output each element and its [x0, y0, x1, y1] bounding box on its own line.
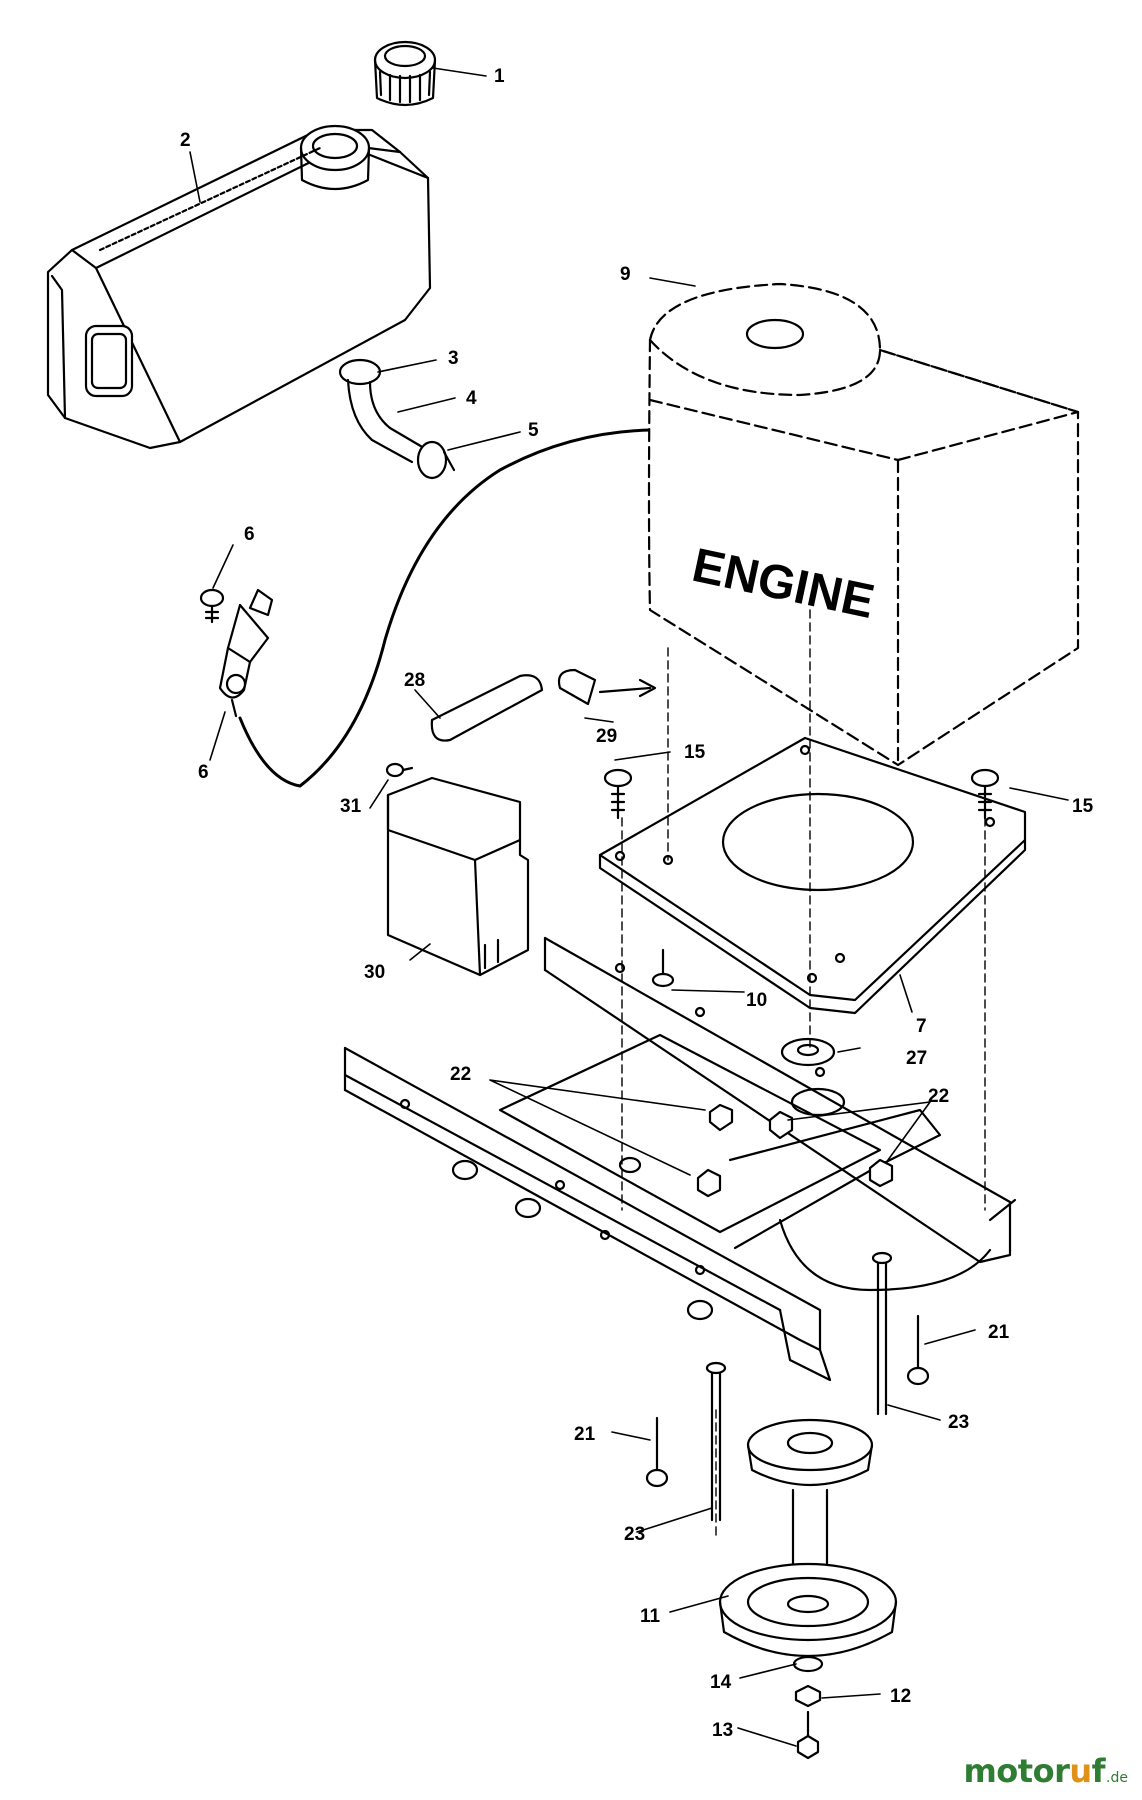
cover-bracket [386, 776, 530, 977]
callout-21a: 21 [988, 1322, 1010, 1343]
fuel-tank [46, 124, 432, 450]
callout-23a: 23 [948, 1412, 969, 1433]
mount-bolt-right [970, 768, 1000, 820]
engine-bolt [651, 948, 675, 988]
callout-4: 4 [466, 388, 477, 409]
callout-1: 1 [494, 66, 505, 87]
fuel-hose-assembly [338, 358, 456, 480]
frame-rail-rear [543, 936, 1017, 1264]
engine-cap [745, 318, 805, 350]
callout-23b: 23 [624, 1524, 645, 1545]
spacer-washer [780, 1037, 836, 1067]
pulley-nut [794, 1684, 822, 1708]
frame-nut-1 [708, 1103, 734, 1132]
callout-28: 28 [404, 670, 425, 691]
frame-rail-front [343, 1046, 832, 1382]
callout-12: 12 [890, 1686, 911, 1707]
idler-shaft-right [871, 1251, 893, 1416]
callout-27: 27 [906, 1048, 927, 1069]
idler-bolt-left [645, 1416, 669, 1488]
mount-bolt-left [603, 768, 633, 820]
idler-shaft-left [705, 1361, 727, 1522]
callout-13: 13 [712, 1720, 733, 1741]
motoruf-logo: motoruf.de [963, 1752, 1128, 1790]
callout-15a: 15 [684, 742, 706, 763]
pulley-bolt [796, 1710, 820, 1760]
frame-bolt-heads [451, 1156, 714, 1321]
upper-pulley [746, 1418, 874, 1487]
frame-nut-3 [768, 1110, 794, 1140]
callout-10: 10 [746, 990, 767, 1011]
callout-6b: 6 [198, 762, 209, 783]
callout-3: 3 [448, 348, 459, 369]
breather-clamp [557, 668, 657, 706]
callout-11: 11 [640, 1606, 661, 1627]
frame-crossmember [498, 1033, 992, 1292]
callout-30: 30 [364, 962, 385, 983]
alignment-lines [621, 609, 986, 1541]
callout-22a: 22 [450, 1064, 471, 1085]
fuel-line [238, 428, 652, 788]
breather-hose [430, 674, 544, 742]
cover-screw [385, 762, 414, 778]
callout-6a: 6 [244, 524, 255, 545]
callout-29: 29 [596, 726, 617, 747]
engine-block [647, 282, 1080, 767]
logo-brand-right: f [1091, 1752, 1106, 1790]
callout-9: 9 [620, 264, 631, 285]
logo-brand-left: motor [963, 1752, 1070, 1790]
callout-21b: 21 [574, 1424, 596, 1445]
callout-2: 2 [180, 130, 191, 151]
engine-mount-plate [598, 736, 1027, 1015]
frame-nut-4 [868, 1158, 894, 1188]
callout-7: 7 [916, 1016, 927, 1037]
leader-lines [189, 67, 1069, 1747]
pulley-washer [792, 1655, 824, 1673]
callout-15b: 15 [1072, 796, 1094, 817]
logo-tld: .de [1106, 1770, 1128, 1786]
fuel-cap [373, 40, 437, 107]
lower-pulley [718, 1562, 898, 1658]
fuel-shutoff-valve [199, 588, 274, 718]
logo-brand-mid: u [1069, 1752, 1092, 1790]
callout-31: 31 [340, 796, 362, 817]
callout-14: 14 [710, 1672, 732, 1693]
callout-5: 5 [528, 420, 539, 441]
idler-bolt-right [906, 1314, 930, 1386]
frame-nut-2 [696, 1168, 722, 1198]
callout-22b: 22 [928, 1086, 949, 1107]
